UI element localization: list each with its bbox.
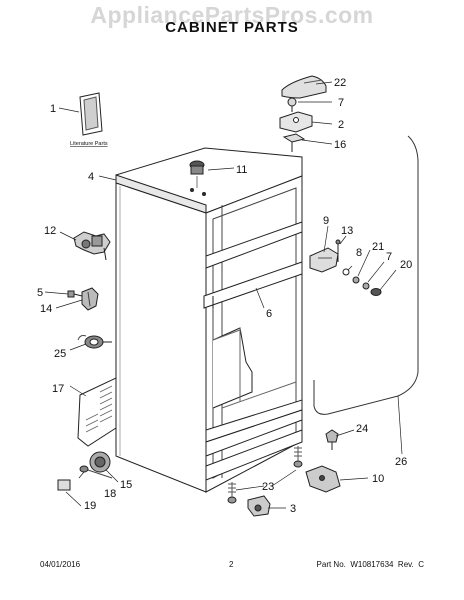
center-hinge-cap — [370, 288, 382, 296]
callout-19: 19 — [84, 500, 96, 512]
callout-6: 6 — [266, 308, 272, 320]
callout-8: 8 — [356, 247, 362, 259]
callout-14: 14 — [40, 303, 52, 315]
callout-12: 12 — [44, 225, 56, 237]
callout-22: 22 — [334, 77, 346, 89]
grommet — [77, 335, 112, 349]
literature-booklet — [79, 92, 103, 136]
front-roller — [247, 495, 271, 517]
hinge-screw — [287, 97, 297, 112]
callout-3: 3 — [290, 503, 296, 515]
center-hinge — [309, 247, 339, 273]
callout-9: 9 — [323, 215, 329, 227]
callout-23: 23 — [262, 481, 274, 493]
callout-15: 15 — [120, 479, 132, 491]
footer-part-number: Part No. W10817634 Rev. C — [316, 560, 424, 569]
door-gasket-outline — [313, 135, 419, 415]
callout-16: 16 — [334, 139, 346, 151]
callout-10: 10 — [372, 473, 384, 485]
watermark: AppliancePartsPros.com — [90, 2, 374, 28]
top-plug — [189, 160, 206, 196]
cabinet-shell — [115, 147, 303, 493]
footer-date: 04/01/2016 — [40, 560, 81, 569]
bracket-14 — [81, 287, 99, 311]
callout-17: 17 — [52, 383, 64, 395]
callout-5: 5 — [37, 287, 43, 299]
callout-25: 25 — [54, 348, 66, 360]
callout-1: 1 — [50, 103, 56, 115]
callout-20: 20 — [400, 259, 412, 271]
roller-axle — [79, 465, 89, 473]
literature-label: Literature Parts — [70, 141, 108, 147]
callout-11: 11 — [236, 164, 247, 176]
roller-cap — [57, 479, 71, 491]
leveling-leg-23b — [227, 482, 237, 504]
callout-2: 2 — [338, 119, 344, 131]
leveling-leg-24 — [325, 429, 339, 450]
screw-5 — [67, 290, 83, 298]
top-hinge — [279, 111, 313, 133]
callout-7-top: 7 — [338, 97, 344, 109]
callout-7-center: 7 — [386, 251, 392, 263]
center-hinge-bolt — [335, 239, 341, 262]
callout-26: 26 — [395, 456, 407, 468]
callout-13: 13 — [341, 225, 353, 237]
footer-page-number: 2 — [229, 560, 234, 569]
center-hinge-screw — [362, 282, 370, 290]
callout-21: 21 — [372, 241, 384, 253]
bottom-hinge — [305, 465, 341, 493]
callout-18: 18 — [104, 488, 116, 500]
top-hinge-cover — [281, 75, 327, 99]
page-title: CABINET PARTS — [165, 19, 299, 36]
rear-roller — [87, 451, 113, 479]
leveling-leg-23a — [293, 446, 303, 468]
callout-24: 24 — [356, 423, 368, 435]
hinge-spacer — [282, 133, 306, 143]
center-hinge-washer — [342, 268, 350, 276]
callout-4: 4 — [88, 171, 94, 183]
rear-access-cover — [77, 377, 117, 447]
center-hinge-pin — [352, 276, 360, 284]
water-valve — [73, 231, 111, 261]
